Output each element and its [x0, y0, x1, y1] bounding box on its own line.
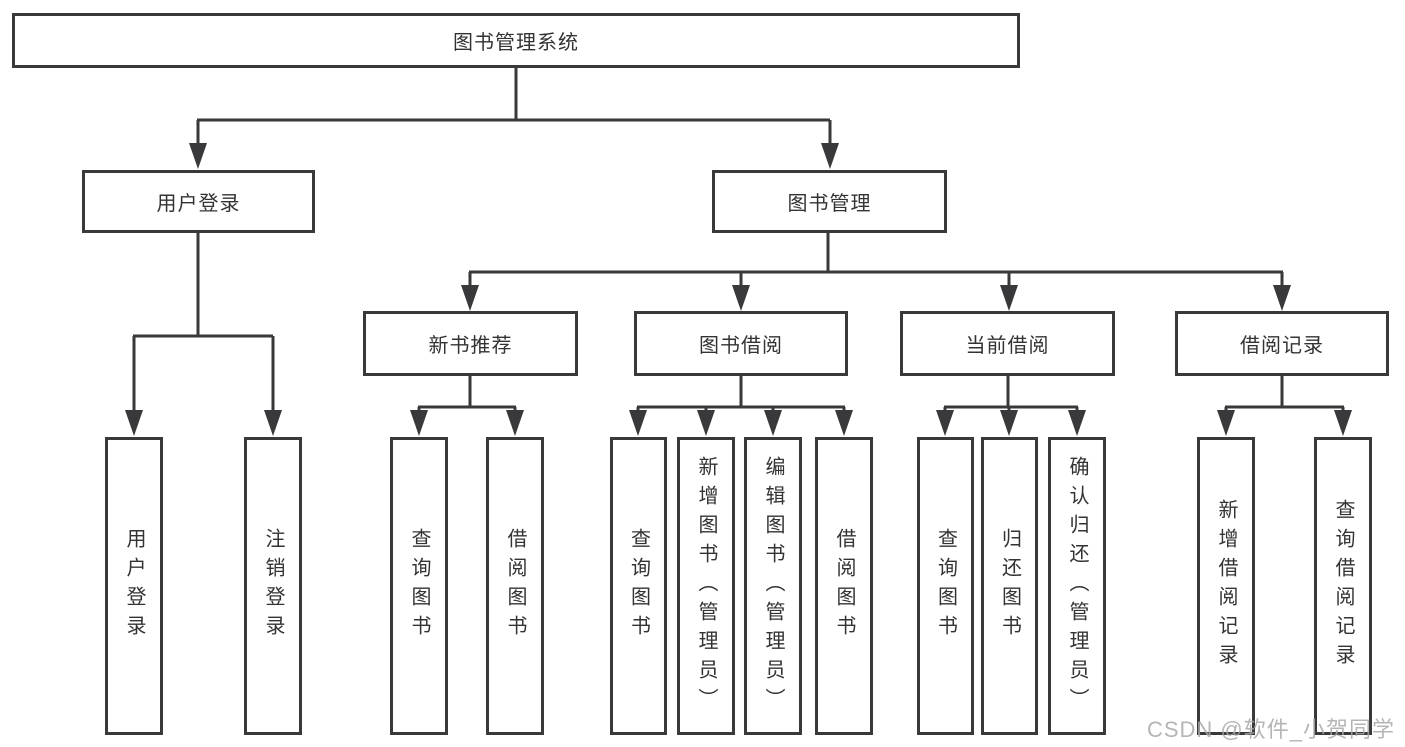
node-user-login: 用户登录 — [82, 170, 315, 233]
leaf-user-login-label: 用户登录 — [123, 528, 145, 644]
leaf-recommend-borrow-books: 借阅图书 — [486, 437, 544, 735]
node-user-login-label: 用户登录 — [156, 193, 241, 215]
node-borrowing-records: 借阅记录 — [1175, 311, 1389, 376]
leaf-logout: 注销登录 — [244, 437, 302, 735]
node-current-borrowing-label: 当前借阅 — [965, 335, 1050, 357]
node-new-book-recommend: 新书推荐 — [363, 311, 578, 376]
leaf-recommend-query-books-label: 查询图书 — [408, 528, 430, 644]
watermark-text: CSDN @软件_小贺同学 — [1146, 717, 1395, 742]
leaf-add-books-admin-label: 新增图书（管理员） — [695, 455, 717, 717]
node-new-book-recommend-label: 新书推荐 — [428, 335, 513, 357]
leaf-logout-label: 注销登录 — [262, 528, 284, 644]
node-book-borrowing: 图书借阅 — [634, 311, 848, 376]
node-book-management-label: 图书管理 — [787, 193, 872, 215]
leaf-borrow-books: 借阅图书 — [815, 437, 873, 735]
leaf-current-query-books: 查询图书 — [917, 437, 974, 735]
leaf-edit-books-admin-label: 编辑图书（管理员） — [762, 455, 784, 717]
leaf-user-login: 用户登录 — [105, 437, 163, 735]
leaf-recommend-borrow-books-label: 借阅图书 — [504, 528, 526, 644]
leaf-return-books: 归还图书 — [981, 437, 1038, 735]
node-root: 图书管理系统 — [12, 13, 1020, 68]
node-root-label: 图书管理系统 — [453, 32, 579, 54]
leaf-query-borrow-record-label: 查询借阅记录 — [1332, 499, 1354, 673]
leaf-recommend-query-books: 查询图书 — [390, 437, 448, 735]
node-current-borrowing: 当前借阅 — [900, 311, 1115, 376]
leaf-add-books-admin: 新增图书（管理员） — [677, 437, 735, 735]
leaf-add-borrow-record: 新增借阅记录 — [1197, 437, 1255, 735]
leaf-add-borrow-record-label: 新增借阅记录 — [1215, 499, 1237, 673]
leaf-borrow-books-label: 借阅图书 — [833, 528, 855, 644]
leaf-return-books-label: 归还图书 — [998, 528, 1021, 644]
node-borrowing-records-label: 借阅记录 — [1240, 335, 1324, 357]
leaf-edit-books-admin: 编辑图书（管理员） — [744, 437, 802, 735]
node-book-borrowing-label: 图书借阅 — [699, 335, 783, 357]
leaf-confirm-return-admin-label: 确认归还（管理员） — [1066, 455, 1088, 717]
leaf-query-borrow-record: 查询借阅记录 — [1314, 437, 1372, 735]
leaf-borrowing-query-books: 查询图书 — [610, 437, 667, 735]
leaf-current-query-books-label: 查询图书 — [934, 528, 957, 644]
node-book-management: 图书管理 — [712, 170, 947, 233]
leaf-confirm-return-admin: 确认归还（管理员） — [1048, 437, 1106, 735]
leaf-borrowing-query-books-label: 查询图书 — [627, 528, 650, 644]
